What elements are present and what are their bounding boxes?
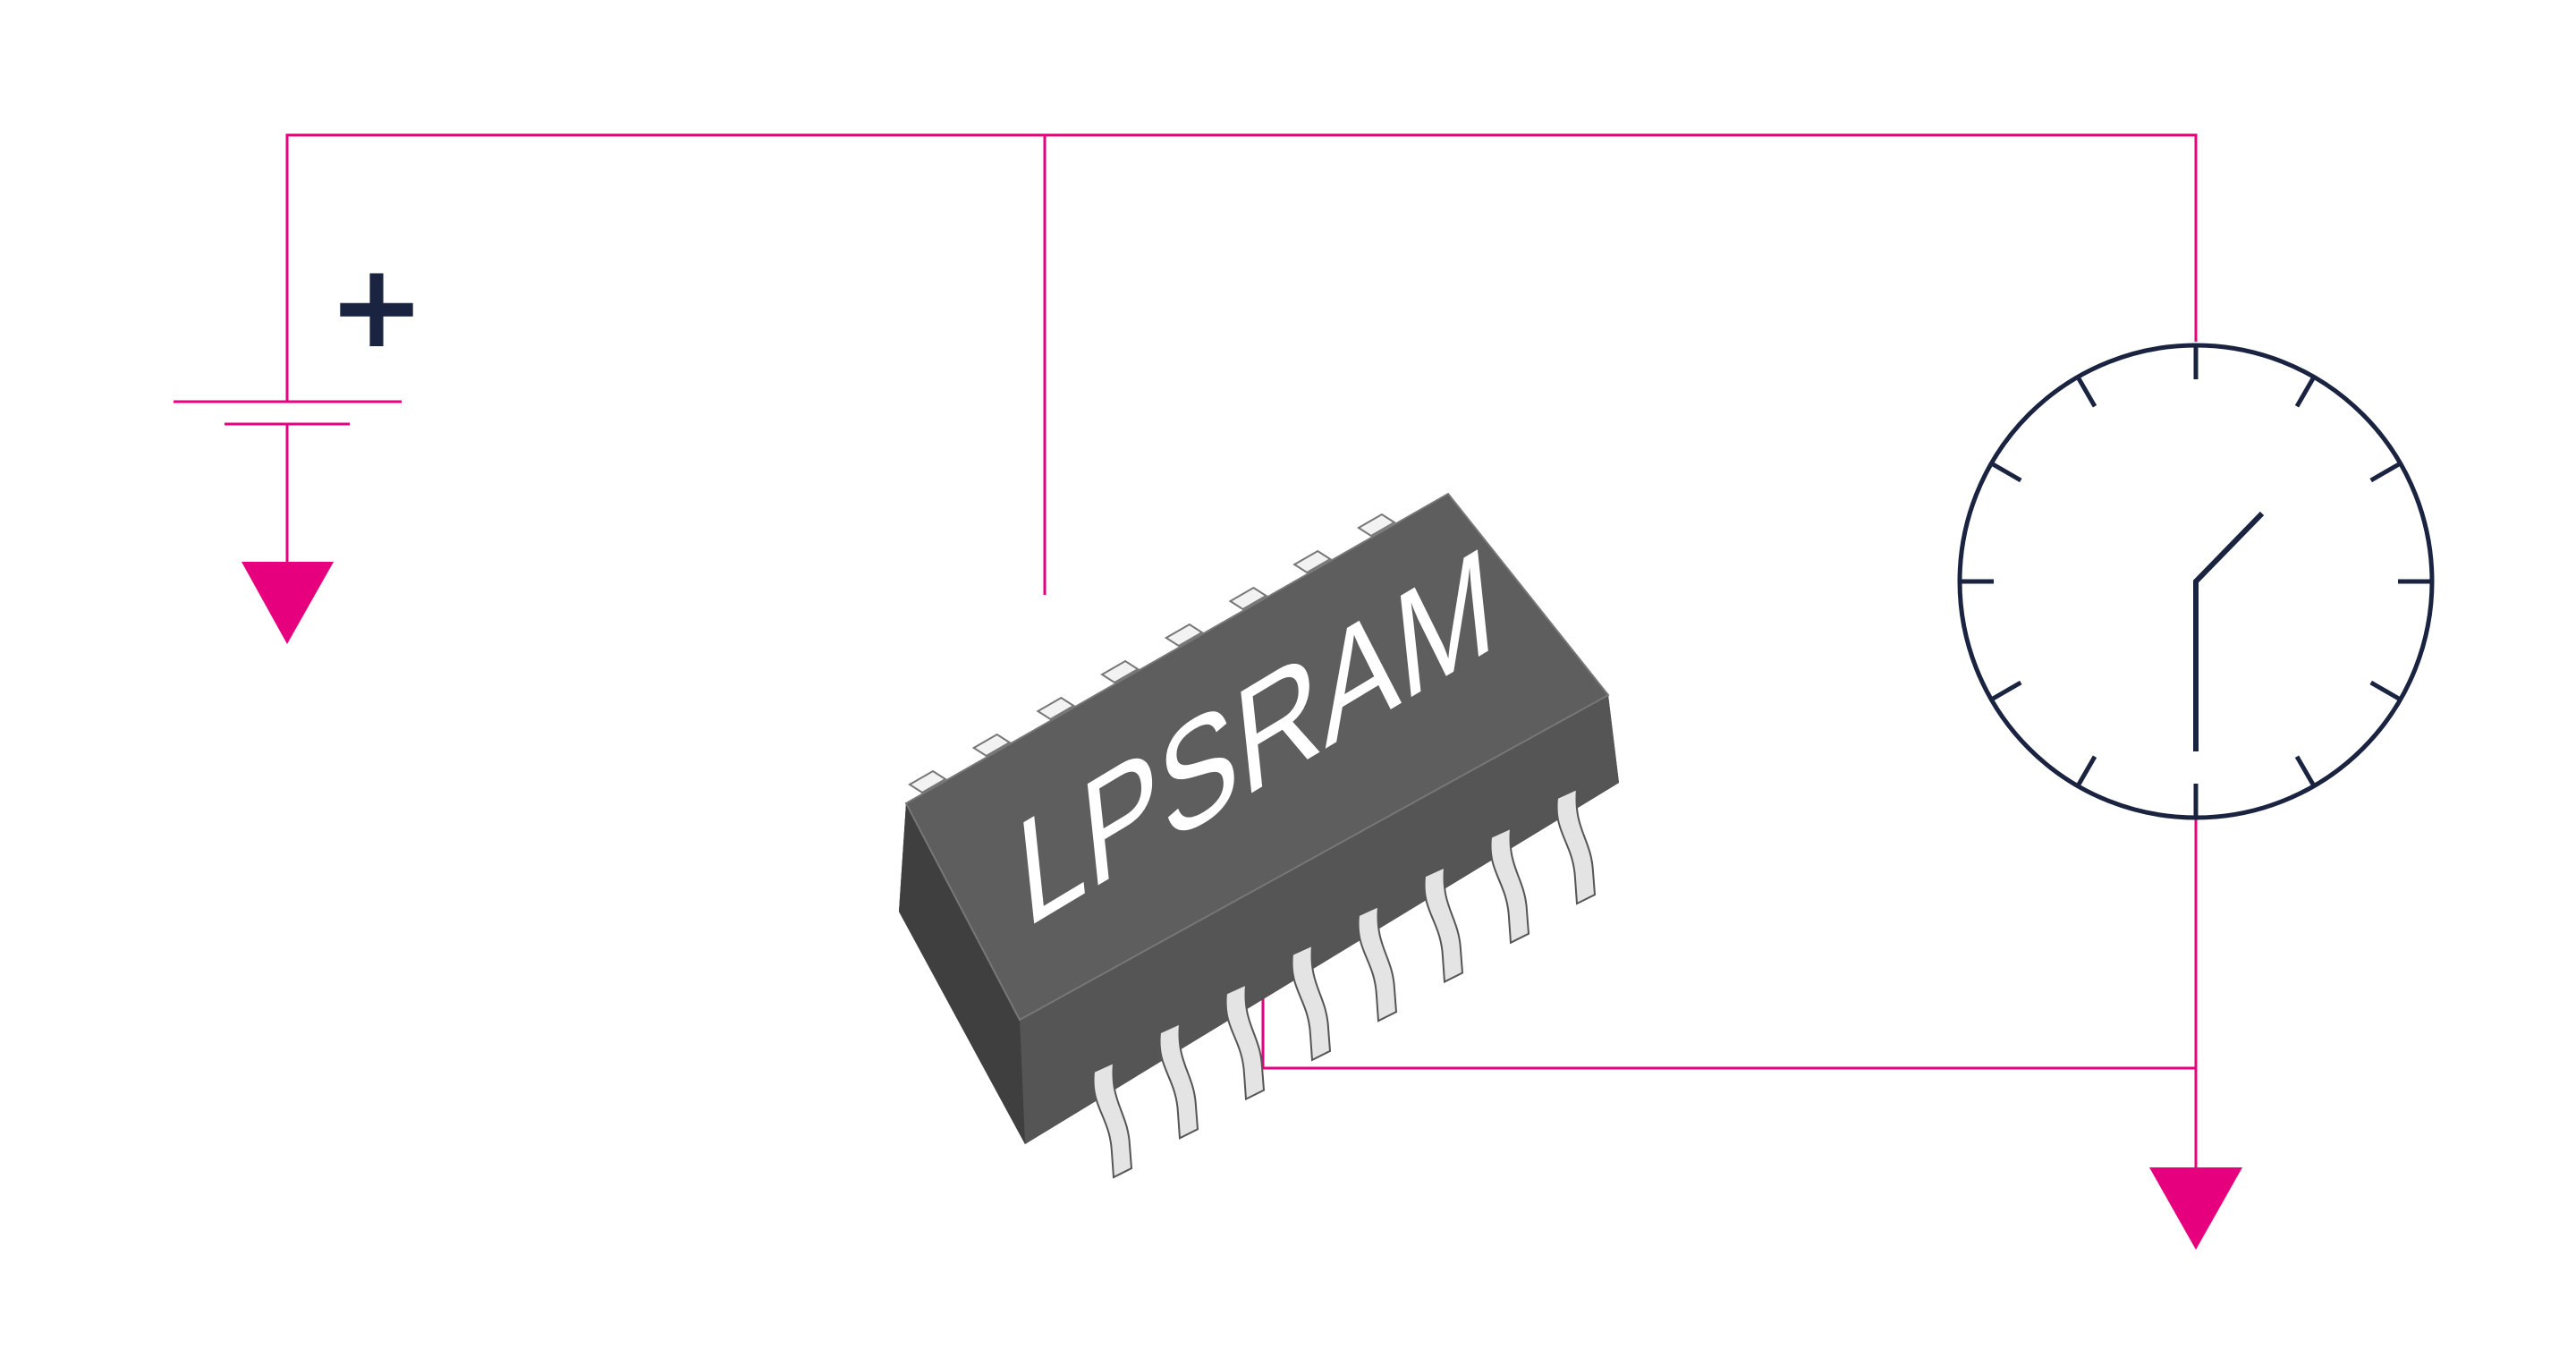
chip-lead (1555, 787, 1597, 905)
chip-pin (908, 769, 947, 794)
clock-tick (1990, 680, 2022, 702)
battery-icon: + (174, 238, 425, 565)
chip-lead (1489, 827, 1530, 945)
chip-pin (1100, 659, 1140, 684)
clock-tick (2369, 680, 2402, 702)
chip-pin (1292, 549, 1333, 574)
chip-top-face (904, 492, 1610, 1022)
clock-tick (2075, 755, 2097, 787)
ground-icon (242, 562, 334, 644)
chip-lead (1224, 982, 1266, 1101)
chip-pin (1356, 513, 1396, 538)
bottom-wire (1261, 954, 2196, 1070)
clock-tick (2294, 755, 2317, 787)
chip-lead (1092, 1061, 1133, 1179)
top-wire (285, 133, 2198, 402)
clock-icon (1957, 343, 2435, 820)
chip-lead (1291, 944, 1332, 1062)
chip-pin (1228, 586, 1268, 611)
ground-icon-right (2149, 1167, 2242, 1250)
chip-lead (1423, 865, 1464, 984)
clock-tick (2369, 461, 2402, 483)
clock-tick (2075, 376, 2097, 408)
clock-tick (2294, 376, 2317, 408)
chip-lead (1158, 1022, 1199, 1140)
chip-pin (1036, 696, 1076, 721)
chip-icon: LPSRAM (899, 492, 1619, 1179)
chip-pin (1164, 623, 1204, 648)
clock-tick (1990, 461, 2022, 483)
chip-pin (971, 733, 1012, 758)
battery-plus-sign: + (328, 238, 426, 374)
chip-body-left-face (899, 803, 1025, 1144)
chip-lead (1357, 904, 1398, 1022)
